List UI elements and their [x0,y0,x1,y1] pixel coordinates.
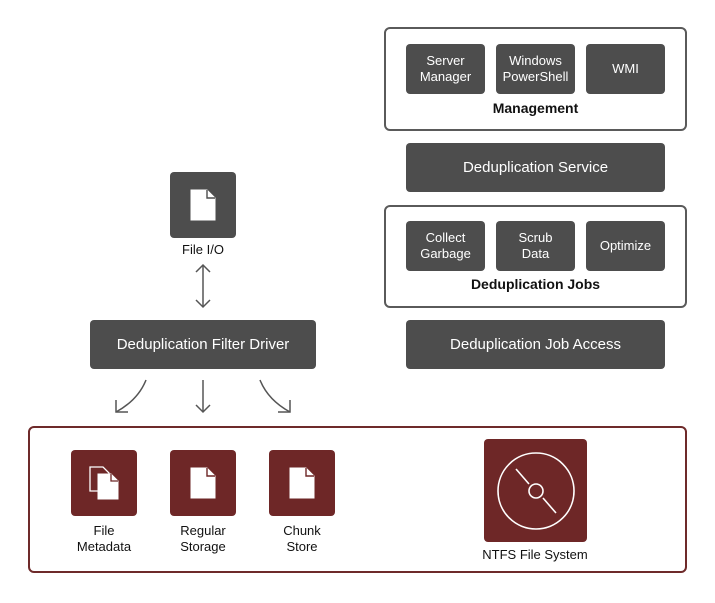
file-io-tile [170,172,236,238]
ntfs-label: NTFS File System [482,547,588,562]
chunk-store-tile [269,450,335,516]
file-metadata-label: File Metadata [76,523,132,554]
optimize-button[interactable]: Optimize [586,221,665,271]
bidirectional-arrow [195,263,211,309]
chunk-store-label: Chunk Store [283,523,321,554]
server-manager-button[interactable]: Server Manager [406,44,485,94]
wmi-button[interactable]: WMI [586,44,665,94]
arrow-down-right [259,379,291,413]
dedup-jobs-title: Deduplication Jobs [470,276,601,292]
dedup-service[interactable]: Deduplication Service [406,143,665,192]
regular-storage-label: Regular Storage [180,523,226,554]
dedup-job-access[interactable]: Deduplication Job Access [406,320,665,369]
windows-powershell-button[interactable]: Windows PowerShell [496,44,575,94]
file-metadata-tile [71,450,137,516]
scrub-data-button[interactable]: Scrub Data [496,221,575,271]
filter-driver-arrows [115,379,291,414]
file-io-label: File I/O [182,242,224,257]
management-title: Management [492,100,579,116]
files-icon [89,466,119,500]
arrow-down-left [115,379,147,413]
file-icon [190,467,216,499]
ntfs-tile [484,439,587,542]
file-icon [289,467,315,499]
file-icon [190,189,216,221]
dedup-filter-driver[interactable]: Deduplication Filter Driver [90,320,316,369]
regular-storage-tile [170,450,236,516]
collect-garbage-button[interactable]: Collect Garbage [406,221,485,271]
disk-icon [496,451,575,530]
